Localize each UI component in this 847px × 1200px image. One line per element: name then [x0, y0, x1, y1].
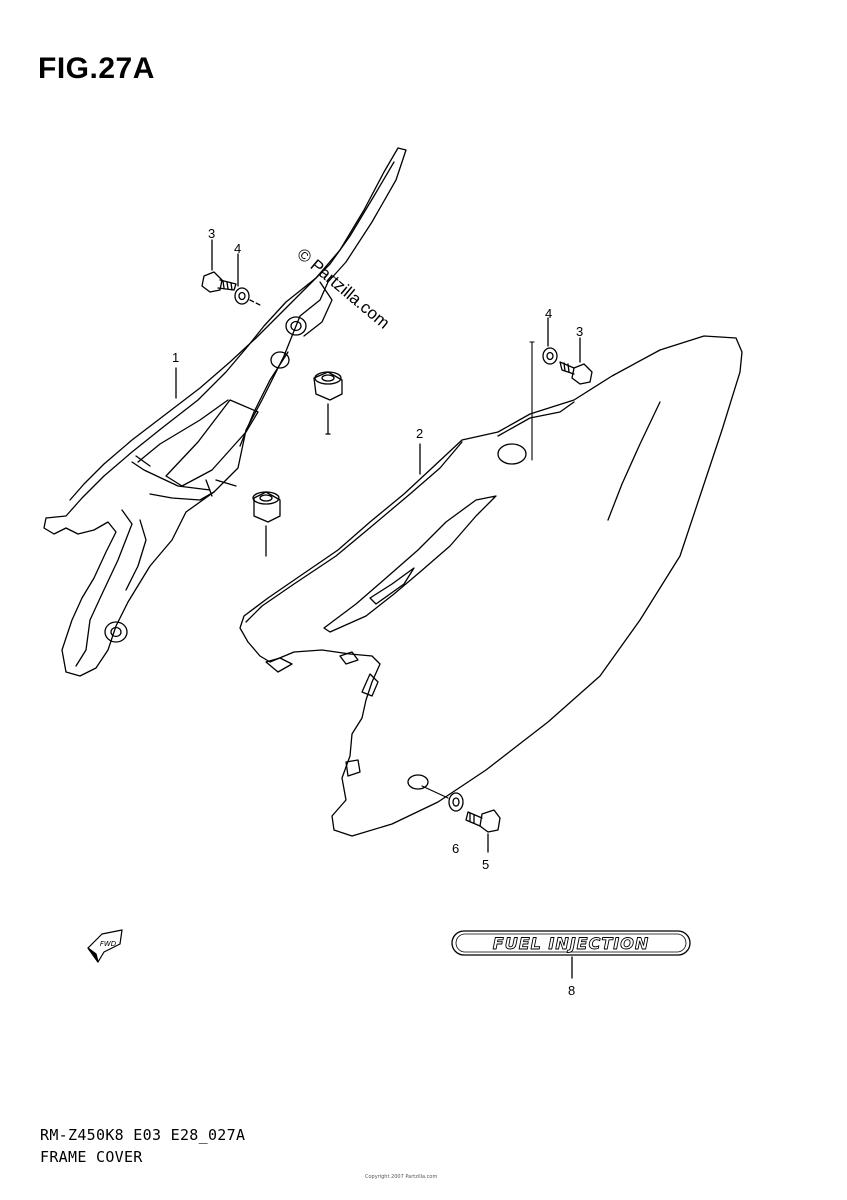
forward-arrow-label: FWD [100, 940, 117, 948]
leader-line-right-mount [529, 341, 535, 461]
callout-3-right: 3 [576, 324, 583, 339]
watermark: © Partzilla.com [293, 245, 393, 333]
frame-cover-right [239, 335, 743, 837]
washer-4-right [542, 317, 558, 365]
bolt-3-right [559, 337, 593, 385]
bolt-3-left [201, 239, 237, 293]
figure-title: FIG.27A [38, 52, 155, 85]
fine-print: Copyright 2007 Partzilla.com [365, 1174, 438, 1180]
fuel-injection-emblem: FUEL INJECTION [451, 930, 691, 979]
collar-lower [252, 491, 281, 557]
washer-4-left [234, 253, 263, 307]
svg-text:© Partzilla.com: © Partzilla.com [293, 245, 393, 333]
frame-cover-left [43, 147, 407, 677]
section-name: FRAME COVER [40, 1148, 143, 1166]
leader-line-lower-mount [421, 785, 449, 799]
callout-4-right: 4 [545, 306, 552, 321]
callout-3-left: 3 [208, 226, 215, 241]
callout-4-left: 4 [234, 241, 241, 256]
forward-arrow-icon: FWD [87, 929, 123, 963]
callout-labels: 3 4 1 2 4 3 6 5 8 [172, 226, 583, 998]
callout-6: 6 [452, 841, 459, 856]
callout-5: 5 [482, 857, 489, 872]
callout-8: 8 [568, 983, 575, 998]
model-code: RM-Z450K8 E03 E28_027A [40, 1126, 246, 1144]
collar-upper [313, 371, 343, 435]
callout-1: 1 [172, 350, 179, 365]
emblem-text: FUEL INJECTION [493, 934, 649, 953]
bolt-5 [465, 809, 501, 853]
callout-2: 2 [416, 426, 423, 441]
washer-6 [448, 792, 464, 812]
